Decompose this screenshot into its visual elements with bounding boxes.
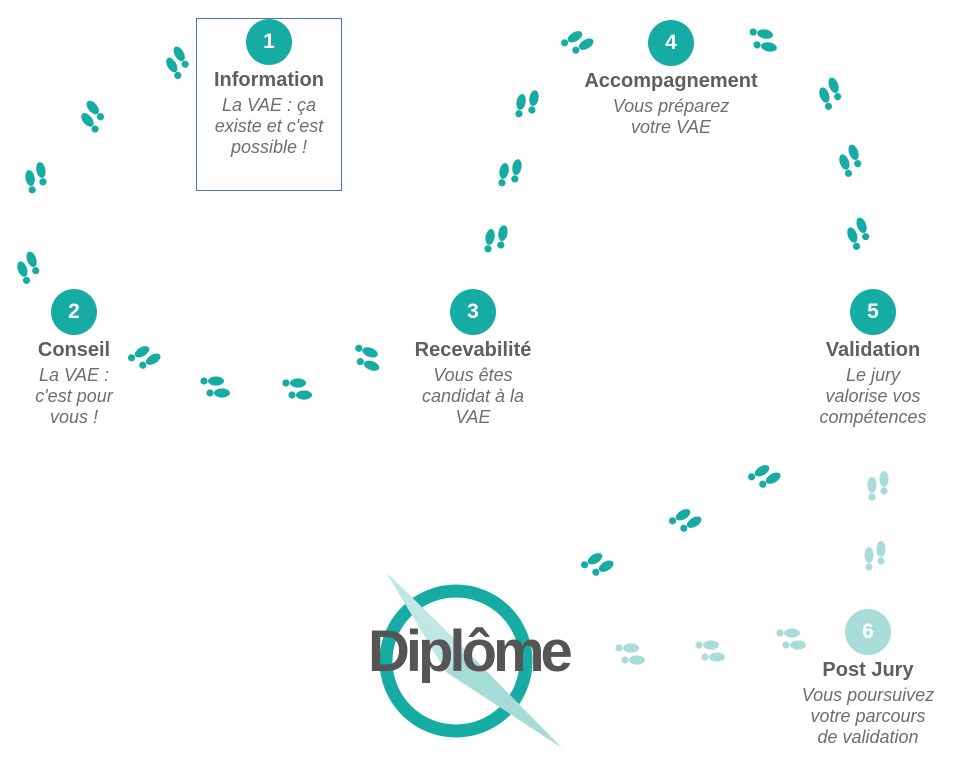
footprint-pair xyxy=(776,628,806,650)
footprint-pair xyxy=(819,77,842,110)
description-line: votre VAE xyxy=(630,117,712,137)
footprint-pair xyxy=(847,217,870,250)
description-line: possible ! xyxy=(230,137,308,157)
step-title: Validation xyxy=(825,339,921,361)
description-line: Le jury xyxy=(845,365,901,385)
description-line: Vous préparez xyxy=(612,96,730,116)
footprint-pair xyxy=(81,100,105,133)
step-validation: 5 Validation Le jury valorise vos compét… xyxy=(800,289,946,428)
footprint-pair xyxy=(17,251,40,284)
footprint-pair xyxy=(515,90,539,118)
description-line: La VAE : ça xyxy=(221,95,317,115)
description-line: existe et c'est xyxy=(214,116,324,136)
footprint-pair xyxy=(839,144,862,177)
step-description: Vous poursuivez votre parcours de valida… xyxy=(780,685,956,748)
step-post-jury: 6 Post Jury Vous poursuivez votre parcou… xyxy=(780,609,956,748)
footprint-pair xyxy=(748,465,781,488)
description-line: compétences xyxy=(819,407,927,427)
footprint-pair xyxy=(128,346,161,369)
footprint-pair xyxy=(669,509,702,532)
description-line: valorise vos xyxy=(825,386,921,406)
step-title: Conseil xyxy=(37,339,111,361)
description-line: candidat à la xyxy=(421,386,525,406)
step-number-badge: 5 xyxy=(850,289,896,335)
step-conseil: 2 Conseil La VAE : c'est pour vous ! xyxy=(14,289,134,428)
compass-logo xyxy=(379,572,562,748)
description-line: Vous poursuivez xyxy=(801,685,935,705)
description-line: Vous êtes xyxy=(433,365,513,385)
footprint-pair xyxy=(498,159,522,187)
step-description: La VAE : c'est pour vous ! xyxy=(14,365,134,428)
description-line: vous ! xyxy=(49,407,99,427)
step-accompagnement: 4 Accompagnement Vous préparez votre VAE xyxy=(556,20,786,138)
footprint-pair xyxy=(749,28,777,52)
footprint-pair xyxy=(867,471,889,501)
footprint-pair xyxy=(282,378,312,400)
step-recevabilite: 3 Recevabilité Vous êtes candidat à la V… xyxy=(388,289,558,428)
step-number-badge: 4 xyxy=(648,20,694,66)
footprint-pair xyxy=(200,376,230,398)
footprint-pair xyxy=(484,225,508,253)
step-title: Accompagnement xyxy=(584,70,758,92)
footprint-pair xyxy=(166,46,189,79)
footprint-pair xyxy=(581,553,614,576)
footprint-pair xyxy=(695,640,725,662)
footprint-trail xyxy=(17,28,889,665)
step-number-badge: 6 xyxy=(845,609,891,655)
step-number-badge: 1 xyxy=(246,19,292,65)
footprint-pair xyxy=(561,31,594,54)
step-title: Recevabilité xyxy=(414,339,532,361)
step-number-badge: 2 xyxy=(51,289,97,335)
diploma-label: Diplôme xyxy=(368,619,573,684)
footprint-pair xyxy=(355,344,380,371)
footprint-pair xyxy=(864,541,886,571)
step-description: Le jury valorise vos compétences xyxy=(800,365,946,428)
description-line: VAE xyxy=(455,407,491,427)
description-line: c'est pour xyxy=(35,386,113,406)
footprint-pair xyxy=(615,643,645,665)
step-description: La VAE : ça existe et c'est possible ! xyxy=(197,95,341,158)
step-description: Vous êtes candidat à la VAE xyxy=(388,365,558,428)
step-title: Information xyxy=(214,69,324,91)
step-description: Vous préparez votre VAE xyxy=(556,96,786,138)
description-line: de validation xyxy=(817,727,919,747)
step-information: 1 Information La VAE : ça existe et c'es… xyxy=(196,18,342,191)
footprint-pair xyxy=(25,162,47,194)
description-line: La VAE : xyxy=(38,365,110,385)
description-line: votre parcours xyxy=(810,706,926,726)
step-number-badge: 3 xyxy=(450,289,496,335)
step-title: Post Jury xyxy=(822,659,914,681)
